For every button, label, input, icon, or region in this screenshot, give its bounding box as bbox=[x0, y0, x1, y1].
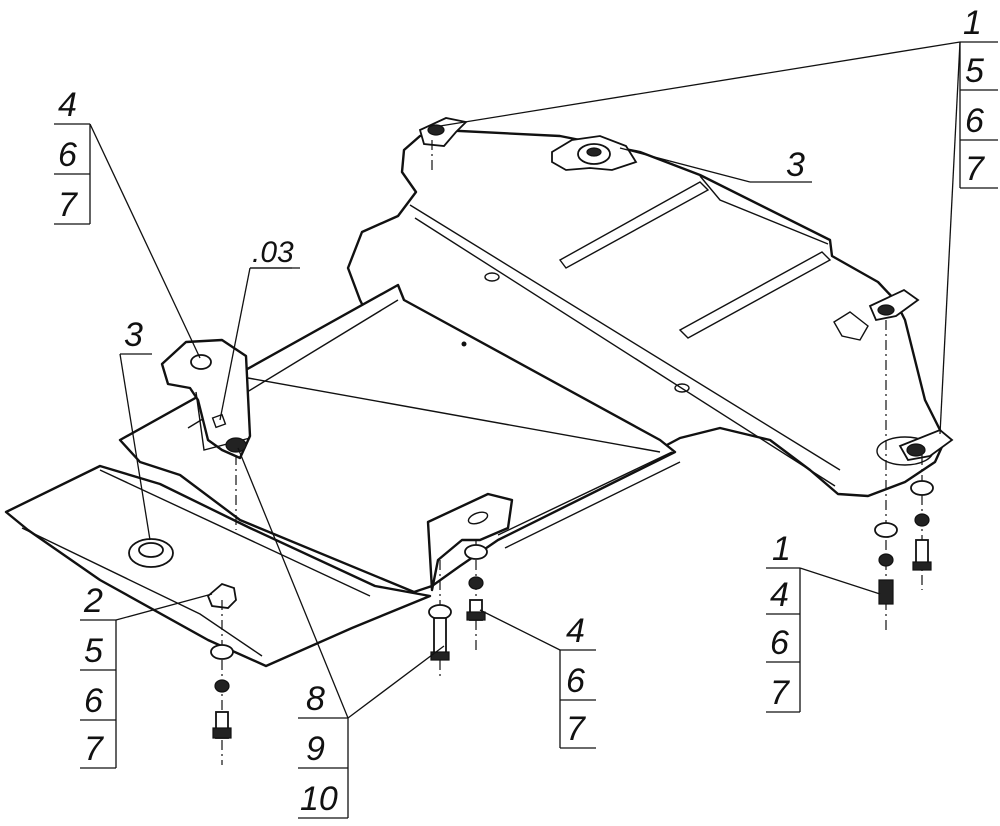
callout-label: 3 bbox=[124, 316, 143, 354]
callout-top-center-3: 3 bbox=[786, 146, 805, 184]
callout-label: 6 bbox=[770, 624, 789, 662]
callout-label: 6 bbox=[965, 102, 984, 140]
callout-left-3: 3 bbox=[124, 316, 143, 354]
callout-label: 1 bbox=[963, 4, 982, 42]
callout-top-left: 4 6 7 bbox=[58, 86, 78, 224]
front-shield-plate bbox=[4, 464, 432, 668]
center-bracket bbox=[426, 492, 514, 592]
callout-label: 5 bbox=[965, 52, 984, 90]
leader-lines bbox=[89, 41, 961, 719]
callout-label: 7 bbox=[770, 674, 790, 712]
callout-frames bbox=[54, 41, 998, 819]
fastener-stack-left bbox=[210, 644, 234, 739]
callout-bottom-right: 1 4 6 7 bbox=[770, 530, 791, 712]
callout-label: 4 bbox=[58, 86, 77, 124]
fastener-stack-center bbox=[428, 544, 488, 661]
callout-bottom-left: 2 5 6 7 bbox=[83, 582, 104, 768]
callout-label: 6 bbox=[58, 136, 77, 174]
callout-label: 3 bbox=[786, 146, 805, 184]
callout-label: 4 bbox=[566, 612, 585, 650]
callout-label: 1 bbox=[772, 530, 791, 568]
callout-label: 7 bbox=[965, 150, 985, 188]
callout-label: 10 bbox=[300, 780, 338, 818]
middle-shield-plate bbox=[118, 283, 681, 594]
callout-bottom-center-right: 4 6 7 bbox=[566, 612, 586, 748]
callout-label: 8 bbox=[306, 680, 325, 718]
callout-bottom-center-left: 8 9 10 bbox=[300, 680, 338, 818]
callout-label: 6 bbox=[566, 662, 585, 700]
left-bracket bbox=[160, 338, 252, 460]
callout-top-right: 1 5 6 7 bbox=[963, 4, 985, 188]
callout-label: 6 bbox=[84, 682, 103, 720]
callout-label: 7 bbox=[58, 186, 78, 224]
callout-label: 7 bbox=[84, 730, 104, 768]
callout-label: 9 bbox=[306, 730, 325, 768]
callout-center-top: .03 bbox=[252, 236, 294, 269]
fastener-stack-right bbox=[874, 480, 934, 605]
callout-label: .03 bbox=[252, 236, 294, 269]
top-hardware bbox=[418, 117, 954, 461]
callout-label: 5 bbox=[84, 632, 103, 670]
callout-label: 2 bbox=[83, 582, 103, 620]
callout-label: 4 bbox=[770, 576, 789, 614]
callout-label: 7 bbox=[566, 710, 586, 748]
